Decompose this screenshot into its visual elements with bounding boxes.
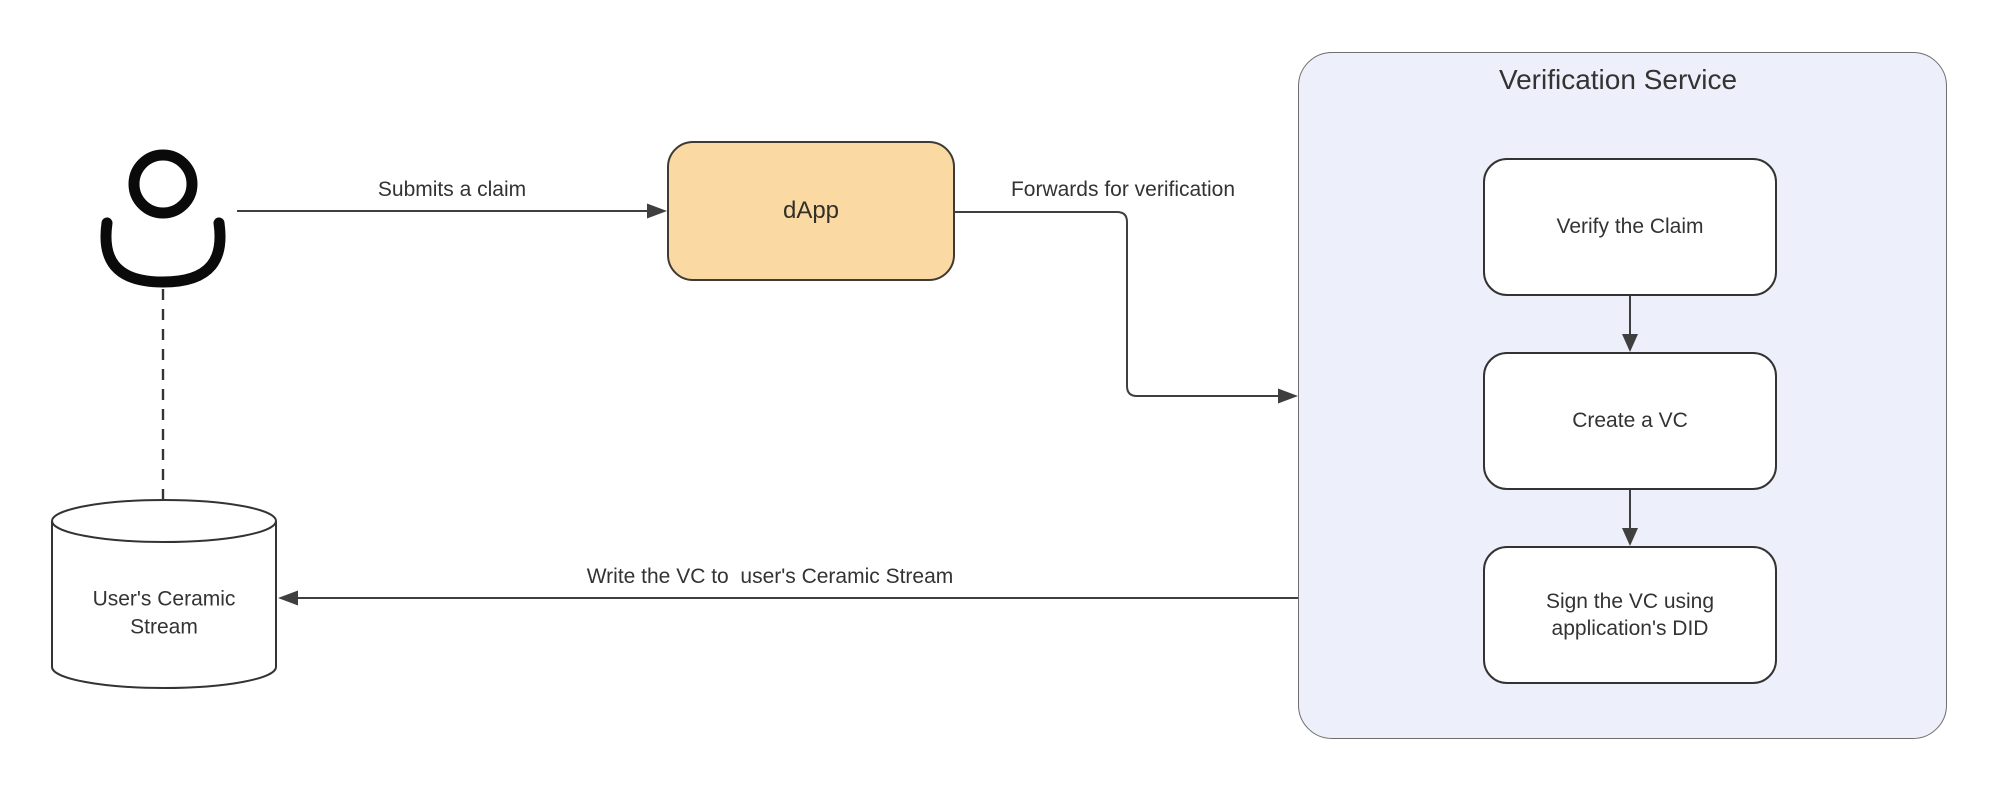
edge-label-forwards-for-verification: Forwards for verification (1010, 178, 1236, 201)
dapp-node[interactable]: dApp (667, 141, 955, 281)
edge-label-submits-a-claim: Submits a claim (377, 178, 527, 201)
edge-create-to-sign (1622, 490, 1638, 546)
step-label: Verify the Claim (1556, 215, 1704, 239)
edge-write-the-vc (278, 590, 1298, 606)
dapp-label: dApp (782, 197, 840, 224)
edge-submits-a-claim (237, 203, 667, 219)
ceramic-stream-cylinder[interactable] (51, 499, 277, 689)
step-create-a-vc[interactable]: Create a VC (1483, 352, 1777, 490)
ceramic-stream-label: User's Ceramic Stream (92, 587, 236, 638)
verification-service-title: Verification Service (1498, 64, 1738, 95)
step-label: Sign the VC using application's DID (1545, 589, 1715, 640)
edge-label-write-the-vc: Write the VC to user's Ceramic Stream (586, 565, 954, 588)
step-label: Create a VC (1572, 409, 1688, 433)
step-sign-the-vc[interactable]: Sign the VC using application's DID (1483, 546, 1777, 684)
user-person-icon[interactable] (100, 149, 226, 288)
edge-forwards-for-verification (954, 211, 1298, 404)
step-verify-the-claim[interactable]: Verify the Claim (1483, 158, 1777, 296)
edge-verify-to-create (1622, 296, 1638, 352)
